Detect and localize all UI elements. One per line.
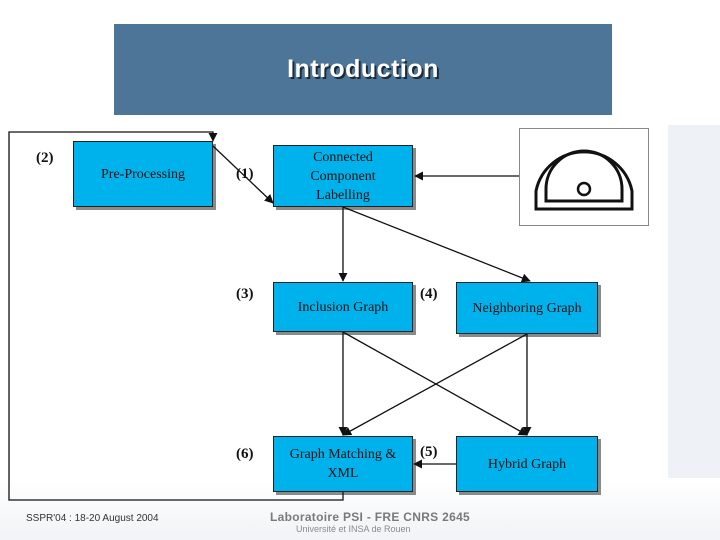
preprocessing-box: Pre-Processing bbox=[73, 141, 213, 207]
arrow-feedback-loop bbox=[8, 131, 344, 501]
slide-title: Introduction bbox=[287, 55, 439, 83]
background-stripe-vertical bbox=[668, 125, 720, 540]
semicircle-shape-icon bbox=[534, 149, 634, 211]
neighboring-graph-label: Neighboring Graph bbox=[472, 300, 582, 316]
conference-footer: SSPR'04 : 18-20 August 2004 bbox=[26, 513, 159, 524]
step-number-1: (1) bbox=[236, 166, 254, 182]
lab-logo-text: Laboratoire PSI - FRE CNRS 2645 bbox=[270, 510, 471, 524]
arrow-neighboring-to-matching bbox=[342, 333, 528, 436]
preprocessing-label: Pre-Processing bbox=[101, 166, 185, 182]
ccl-box: Connected Component Labelling bbox=[273, 145, 413, 207]
step-number-4: (4) bbox=[420, 286, 438, 302]
graph-matching-box: Graph Matching & XML bbox=[273, 436, 413, 492]
sample-image-box bbox=[519, 128, 649, 226]
step-number-5: (5) bbox=[420, 444, 438, 460]
arrow-ccl-to-neighboring bbox=[342, 206, 531, 283]
arrow-inclusion-to-hybrid bbox=[342, 331, 528, 436]
inclusion-graph-box: Inclusion Graph bbox=[273, 282, 413, 332]
title-banner: Introduction bbox=[114, 24, 612, 115]
step-number-6: (6) bbox=[236, 446, 254, 462]
step-number-2: (2) bbox=[36, 150, 54, 166]
hybrid-graph-box: Hybrid Graph bbox=[456, 436, 598, 492]
step-number-3: (3) bbox=[236, 286, 254, 302]
arrow-preprocessing-to-ccl bbox=[212, 145, 274, 204]
hybrid-graph-label: Hybrid Graph bbox=[487, 456, 567, 472]
university-logo-text: Université et INSA de Rouen bbox=[296, 524, 411, 534]
graph-matching-label: Graph Matching & XML bbox=[289, 447, 397, 481]
inclusion-graph-label: Inclusion Graph bbox=[297, 299, 389, 315]
neighboring-graph-box: Neighboring Graph bbox=[456, 282, 598, 334]
ccl-label: Connected Component Labelling bbox=[310, 149, 376, 203]
